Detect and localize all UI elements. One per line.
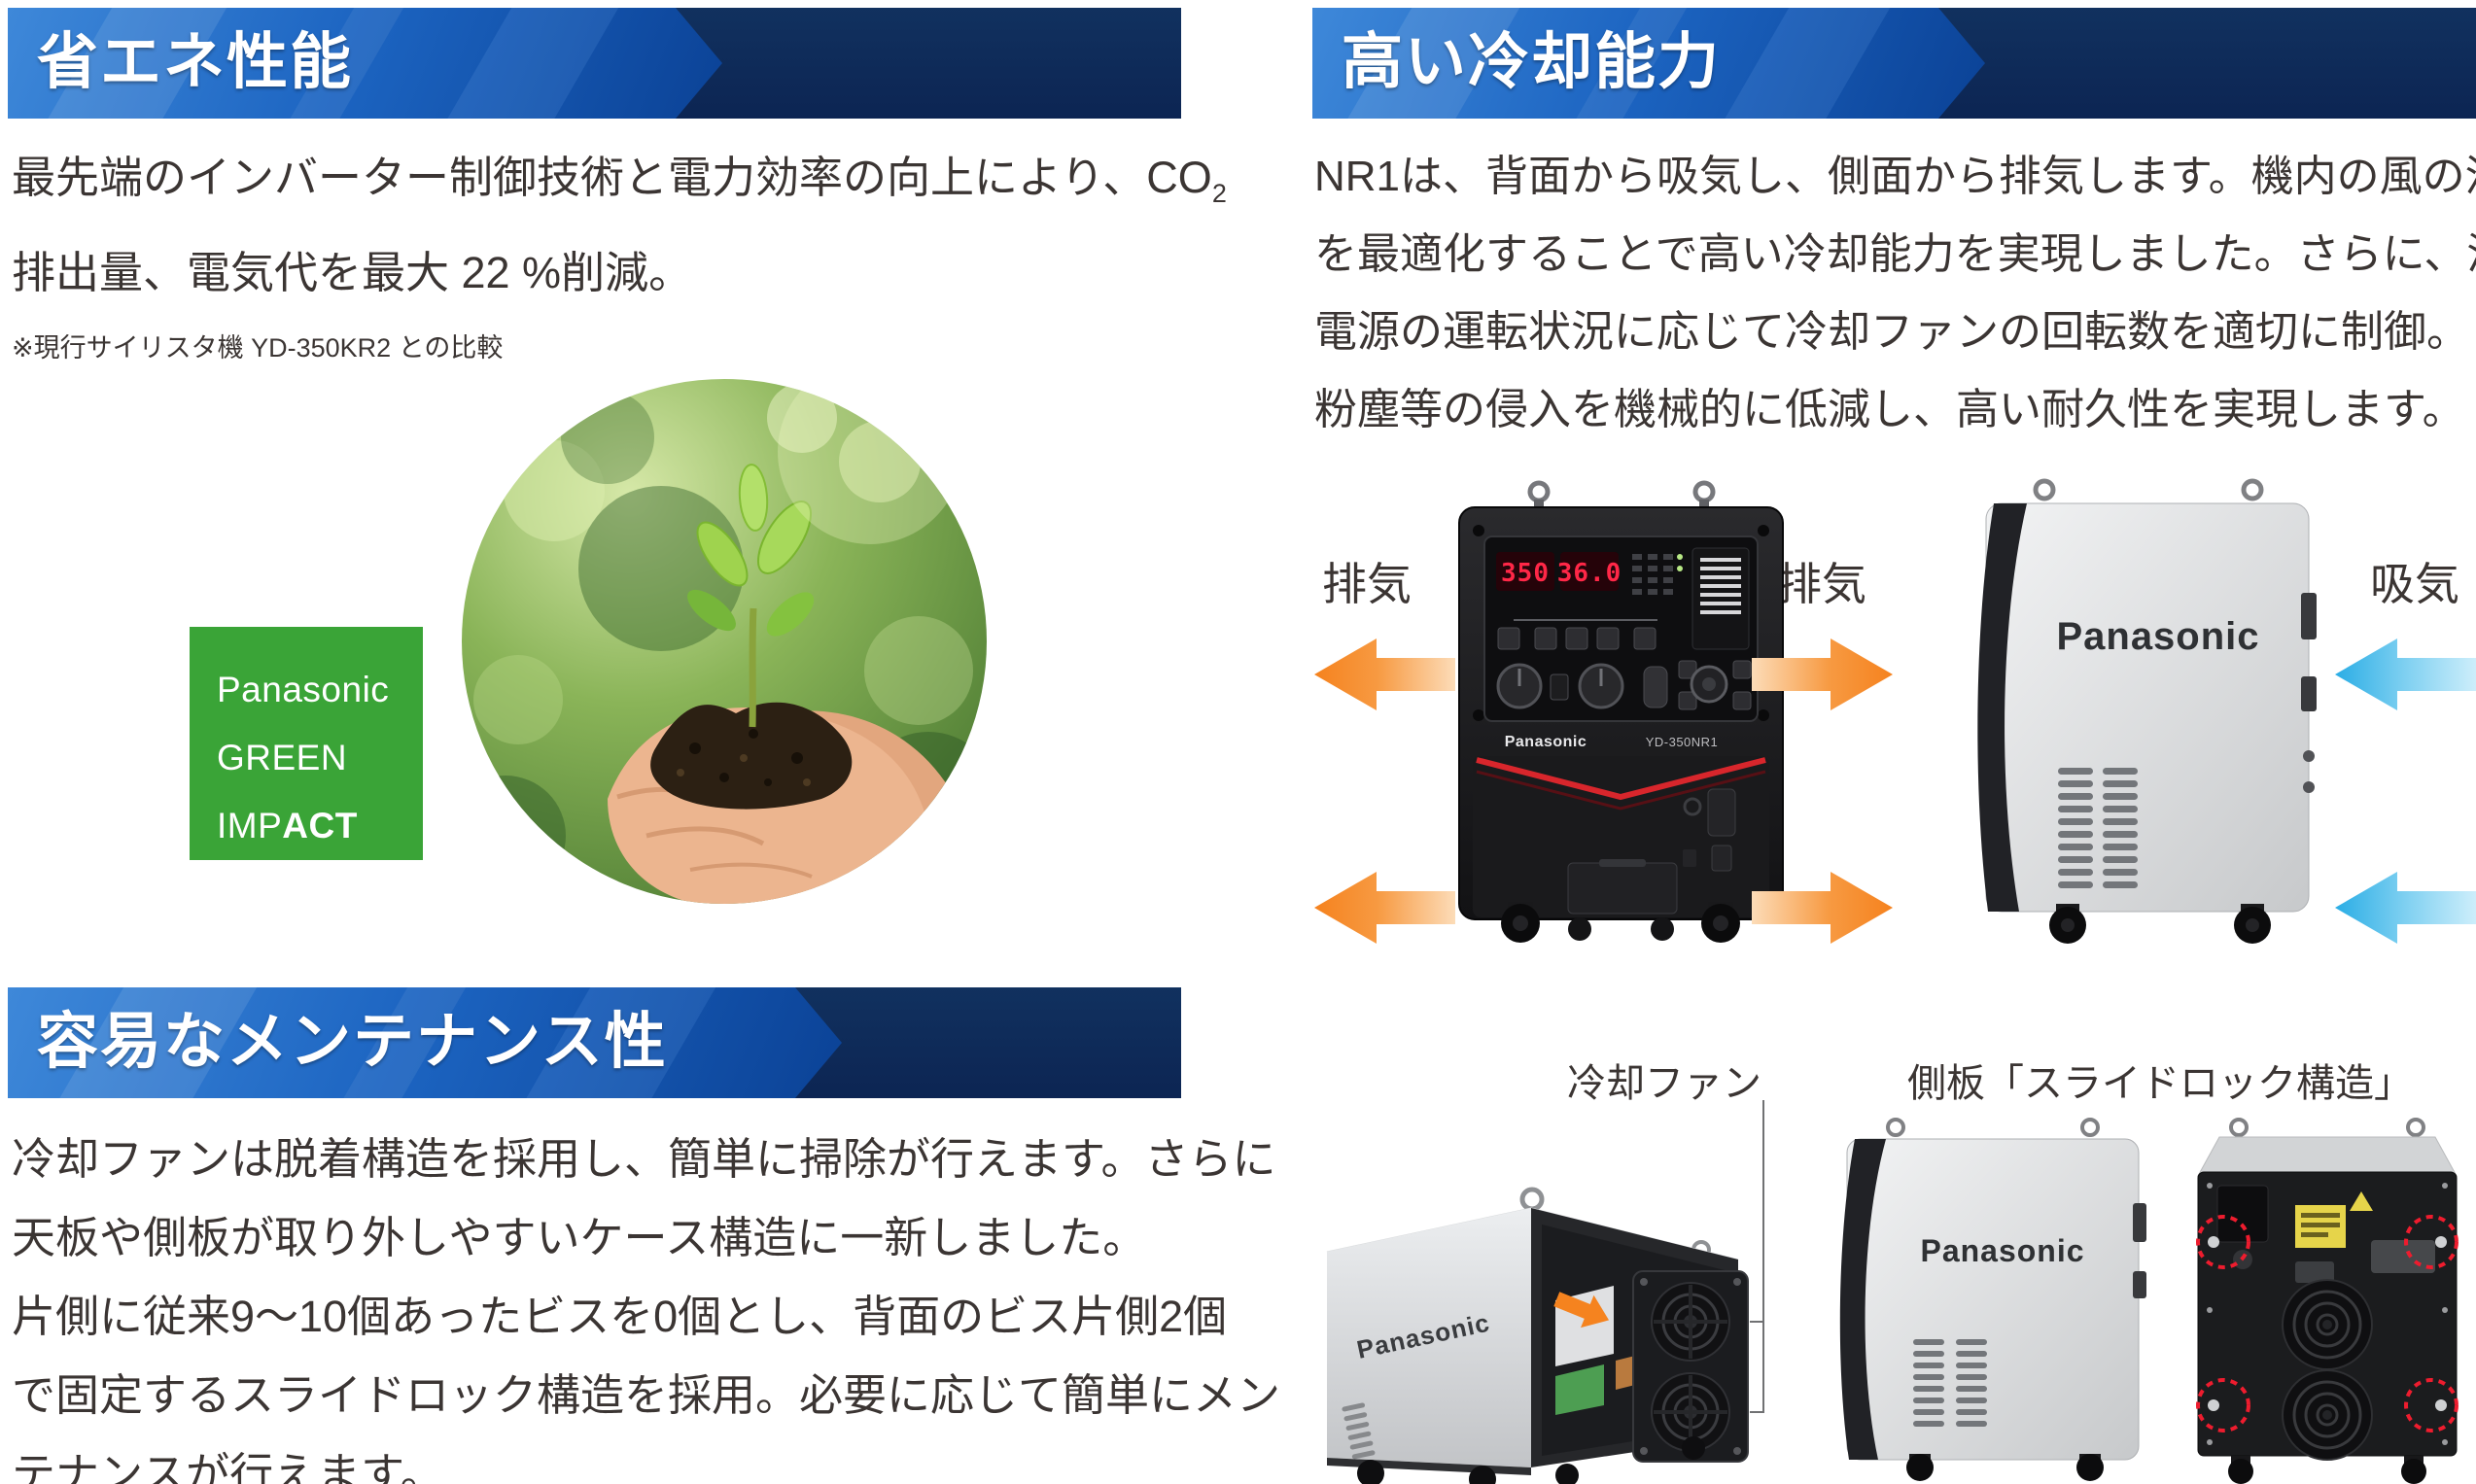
top-cap (2197, 1136, 2458, 1177)
exhaust-arrow-left-1 (1314, 638, 1455, 710)
exhaust-arrow-right-1 (1752, 638, 1893, 710)
insert-arrow-icon (1553, 1292, 1610, 1329)
slide-lock-highlight-circles (2196, 1215, 2459, 1432)
maintenance-figure: 冷却ファン 側板「スライドロック構造」 Panasonic (1312, 1011, 2476, 1484)
cooling-line-3: 電源の運転状況に応じて冷却ファンの回転数を適切に制御。 (1314, 308, 2469, 356)
section-title-cooling: 高い冷却能力 (1342, 28, 1721, 96)
banner-streak (1708, 8, 1905, 119)
fan-leader-tick-2 (1750, 1411, 1764, 1413)
banner-energy: 省エネ性能 (8, 8, 1181, 119)
exhaust-arrow-left-2 (1314, 872, 1455, 944)
vent-louvres (2058, 768, 2138, 888)
exhaust-arrow-right-2 (1752, 872, 1893, 944)
fan-icon (1651, 1282, 1730, 1362)
welder-side-view-small: Panasonic (1839, 1118, 2146, 1481)
airflow-figure: 排気 排気 吸気 350 (1312, 442, 2476, 962)
side-small-brand-label: Panasonic (1920, 1233, 2084, 1268)
welder-angled-rear-open: Panasonic (1326, 1187, 1749, 1484)
caster-wheels (1357, 1436, 1705, 1484)
energy-line-2: 排出量、電気代を最大 22 %削減。 (12, 248, 693, 297)
voltage-display: 36.0 (1557, 559, 1622, 588)
maintenance-line-1: 冷却ファンは脱着構造を採用し、簡単に掃除が行えます。さらに (12, 1134, 1276, 1184)
maintenance-line-4: で固定するスライドロック構造を採用。必要に応じて簡単にメン (12, 1370, 1281, 1420)
front-model-label: YD-350NR1 (1646, 735, 1719, 749)
intake-arrow-1 (2335, 638, 2476, 710)
caster-wheels (2228, 1456, 2426, 1484)
eye-bolt-icon (2229, 1118, 2425, 1137)
cooling-line-1: NR1は、背面から吸気し、側面から排気します。機内の風の流れ (1314, 153, 2476, 200)
green-badge-line1: Panasonic (217, 670, 390, 709)
eye-bolt-icon (2033, 478, 2264, 501)
section-title-energy: 省エネ性能 (37, 28, 353, 96)
energy-line-1: 最先端のインバーター制御技術と電力効率の向上により、CO2 (12, 153, 1227, 208)
fan-grille-icon (2282, 1279, 2373, 1370)
intake-label: 吸気 (2370, 559, 2459, 609)
seedling (687, 464, 815, 728)
green-badge-line3: IMPACT (217, 806, 358, 846)
front-edge-spine (1977, 503, 2027, 912)
cooling-line-2: を最適化することで高い冷却能力を実現しました。さらに、溶接 (1314, 230, 2476, 278)
cooling-paragraph: NR1は、背面から吸気し、側面から排気します。機内の風の流れ を最適化することで… (1314, 138, 2476, 449)
eye-bolt-icon (1519, 1187, 1545, 1212)
slide-lock-caption: 側板「スライドロック構造」 (1907, 1062, 2413, 1105)
power-connector (2216, 1185, 2269, 1243)
knob-icon (1496, 663, 1624, 709)
maintenance-line-2: 天板や側板が取り外しやすいケース構造に一新しました。 (12, 1213, 1147, 1262)
fan-grille-icon (2282, 1369, 2373, 1461)
fan-leader-tick-1 (1750, 1321, 1764, 1323)
maintenance-paragraph: 冷却ファンは脱着構造を採用し、簡単に掃除が行えます。さらに 天板や側板が取り外し… (12, 1120, 1281, 1484)
control-panel: 350 36.0 (1483, 535, 1759, 722)
soil (650, 702, 853, 810)
eye-bolt-icon (1527, 480, 1716, 503)
exhaust-label-left: 排気 (1322, 559, 1412, 609)
red-v-stripe (1476, 757, 1766, 811)
energy-paragraph: 最先端のインバーター制御技術と電力効率の向上により、CO2 排出量、電気代を最大… (12, 138, 1227, 312)
fan-icon (1651, 1372, 1730, 1452)
internal-pcb (1555, 1364, 1604, 1415)
section-title-maintenance: 容易なメンテナンス性 (37, 1008, 668, 1076)
exhaust-label-right: 排気 (1777, 559, 1866, 609)
green-impact-badge: Panasonic GREEN IMPACT (190, 627, 423, 860)
co2-subscript: 2 (1211, 179, 1227, 208)
banner-streak (432, 8, 635, 119)
seedling-photo (462, 379, 987, 904)
fan-leader-line (1762, 1100, 1764, 1413)
green-badge-line2: GREEN (217, 738, 348, 777)
removed-fan-panel (1632, 1270, 1749, 1463)
caster-wheels (1501, 902, 1740, 943)
banner-maintenance: 容易なメンテナンス性 (8, 987, 1181, 1098)
banner-energy-chevron (8, 8, 722, 119)
maintenance-line-3: 片側に従来9〜10個あったビスを0個とし、背面のビス片側2個 (12, 1292, 1228, 1341)
intake-arrow-2 (2335, 872, 2476, 944)
welder-side-view: Panasonic (1977, 478, 2317, 944)
front-edge-spine (1839, 1139, 1886, 1460)
side-panel (1327, 1208, 1531, 1467)
front-brand-label: Panasonic (1505, 734, 1587, 750)
side-brand-label: Panasonic (2056, 615, 2259, 658)
vent-louvres (1913, 1339, 1987, 1427)
eye-bolt-icon (1886, 1118, 2100, 1137)
energy-note: ※現行サイリスタ機 YD-350KR2 との比較 (12, 333, 504, 362)
banner-maintenance-chevron (8, 987, 842, 1098)
maintenance-line-5: テナンスが行えます。 (12, 1449, 444, 1484)
caster-wheels (2049, 904, 2271, 944)
caster-wheels (1906, 1454, 2104, 1481)
current-display: 350 (1501, 559, 1550, 588)
banner-cooling-chevron (1312, 8, 1985, 119)
cooling-line-4: 粉塵等の侵入を機械的に低減し、高い耐久性を実現します。 (1314, 386, 2465, 433)
welder-front-view: 350 36.0 (1458, 480, 1784, 943)
banner-cooling: 高い冷却能力 (1312, 8, 2476, 119)
welder-rear-view (2196, 1118, 2459, 1484)
fan-caption: 冷却ファン (1567, 1062, 1761, 1105)
warning-triangle-icon (2350, 1191, 2373, 1211)
vent-louvres (1342, 1402, 1376, 1460)
